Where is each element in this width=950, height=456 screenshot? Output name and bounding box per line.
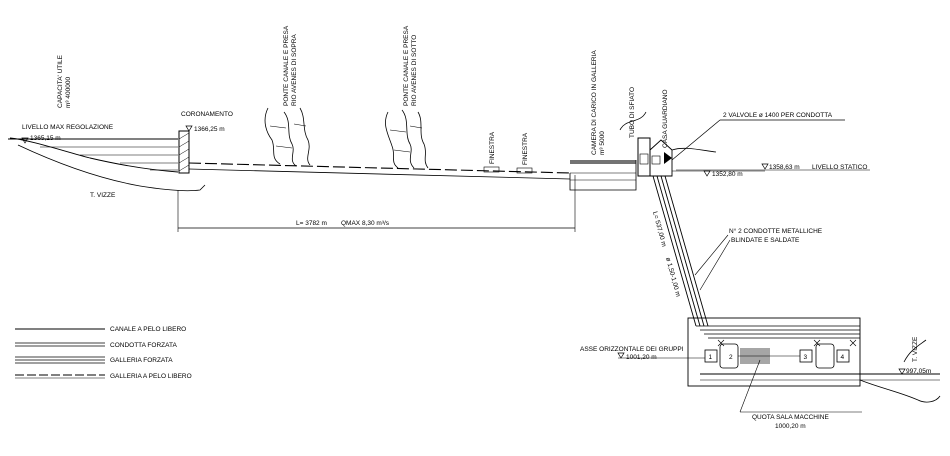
group-3-label: 3 [804, 354, 808, 361]
legend-item-galleria-forzata: GALLERIA FORZATA [15, 356, 173, 364]
legend: CANALE A PELO LIBERO CONDOTTA FORZATA GA… [15, 326, 192, 380]
ponte-sopra-label-1: PONTE CANALE E PRESA [283, 25, 290, 106]
ponte-sotto-label-2: RIO AVENES DI SOTTO [411, 35, 418, 106]
ponte-sotto-sketch [385, 109, 429, 169]
valvole-label: 2 VALVOLE ø 1400 PER CONDOTTA [723, 112, 833, 119]
livello-statico-label: LIVELLO STATICO [812, 164, 867, 171]
asse-value: 1001,20 m [626, 354, 657, 361]
group-2-label: 2 [729, 354, 733, 361]
qmax-label: QMAX 8,30 m³/s [341, 220, 390, 227]
condotta-diameter-label: ø 1,50-1,00 m [664, 257, 681, 298]
tubo-label: TUBO DI SFIATO [629, 87, 636, 138]
main-canal [188, 162, 571, 180]
quota-sala-label: QUOTA SALA MACCHINE [752, 414, 829, 421]
level-1352-label: 1352,80 m [712, 171, 743, 178]
camera-label-2: m³ 5000 [599, 131, 606, 155]
ponte-sopra-label-2: RIO AVENES DI SOPRA [291, 34, 298, 106]
powerhouse [617, 317, 941, 413]
livello-max-label: LIVELLO MAX REGOLAZIONE [22, 124, 114, 131]
condotte-label-2: BLINDATE E SALDATE [731, 237, 800, 244]
livello-max-value: 1365,15 m [30, 135, 61, 142]
camera-label-1: CAMERA DI CARICO IN GALLERIA [591, 50, 598, 155]
legend-item-galleria-pelo-libero: GALLERIA A PELO LIBERO [15, 373, 192, 380]
level-997-label: 997,05m [906, 368, 931, 375]
group-4-label: 4 [841, 354, 845, 361]
capacita-value: m³ 400000 [65, 77, 72, 108]
t-vizze-right-label: T. VIZZE [912, 336, 919, 362]
finestra-2-label: FINESTRA [522, 132, 529, 165]
length-dimension [177, 175, 576, 232]
legend-label: CONDOTTA FORZATA [110, 342, 177, 349]
finestra-1-label: FINESTRA [489, 131, 496, 164]
legend-label: CANALE A PELO LIBERO [110, 326, 186, 333]
t-vizze-left-label: T. VIZZE [90, 192, 116, 199]
coronamento-label: CORONAMENTO [181, 111, 233, 118]
ponte-sopra-sketch [264, 107, 311, 167]
group-1-label: 1 [709, 354, 713, 361]
capacita-label: CAPACITA' UTILE [57, 54, 64, 108]
length-label: L= 3782 m [296, 220, 327, 227]
legend-item-condotta: CONDOTTA FORZATA [15, 342, 177, 349]
penstock [652, 175, 731, 327]
livello-statico-value: 1358,63 m [769, 164, 800, 171]
asse-label: ASSE ORIZZONTALE DEI GRUPPI [580, 346, 684, 353]
ponte-sotto-label-1: PONTE CANALE E PRESA [403, 25, 410, 106]
reservoir [8, 125, 206, 192]
casa-label: CASA GUARDIANO [662, 89, 669, 148]
legend-item-canale: CANALE A PELO LIBERO [15, 326, 186, 333]
legend-label: GALLERIA A PELO LIBERO [110, 373, 192, 380]
quota-sala-value: 1000,20 m [775, 423, 806, 430]
condotte-label-1: N° 2 CONDOTTE METALLICHE [729, 227, 823, 235]
legend-label: GALLERIA FORZATA [110, 357, 173, 364]
surge-chamber [569, 111, 870, 191]
coronamento-value: 1366,25 m [194, 126, 225, 133]
dam [178, 130, 190, 174]
